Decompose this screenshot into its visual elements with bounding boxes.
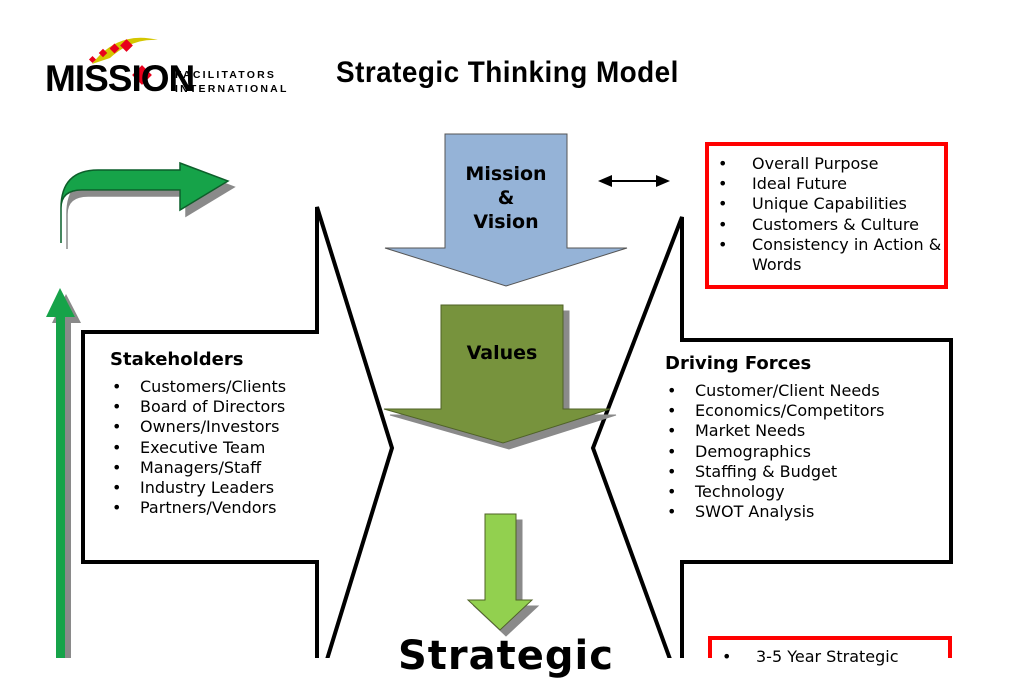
list-item: Customers & Culture bbox=[712, 215, 942, 235]
logo-tagline-line1: FACILITATORS bbox=[175, 69, 277, 81]
mission-vision-label: Mission & Vision bbox=[445, 162, 567, 234]
logo-tagline: FACILITATORS INTERNATIONAL bbox=[175, 68, 289, 96]
logo-diamond bbox=[132, 65, 152, 85]
list-item: 3-5 Year Strategic bbox=[716, 647, 946, 667]
list-item: Technology bbox=[665, 482, 884, 502]
list-item: Executive Team bbox=[110, 438, 286, 458]
list-item: Ideal Future bbox=[712, 174, 942, 194]
mission-vision-arrow bbox=[384, 133, 628, 287]
list-item: Owners/Investors bbox=[110, 417, 286, 437]
list-item: Unique Capabilities bbox=[712, 194, 942, 214]
list-item: Customers/Clients bbox=[110, 377, 286, 397]
strategic-plan-box bbox=[708, 636, 952, 658]
mission-vision-list: Overall Purpose Ideal Future Unique Capa… bbox=[712, 154, 942, 275]
strategic-plan-list: 3-5 Year Strategic bbox=[716, 647, 946, 667]
logo-wordmark: MISSION bbox=[45, 58, 195, 99]
page-title: Strategic Thinking Model bbox=[336, 56, 679, 89]
list-item: Consistency in Action & Words bbox=[712, 235, 942, 275]
stakeholders-heading: Stakeholders bbox=[110, 349, 244, 370]
mission-label-line1: Mission bbox=[465, 163, 547, 185]
driving-forces-list: Customer/Client Needs Economics/Competit… bbox=[665, 381, 884, 523]
list-item: Customer/Client Needs bbox=[665, 381, 884, 401]
list-item: Staffing & Budget bbox=[665, 462, 884, 482]
driving-forces-heading: Driving Forces bbox=[665, 353, 812, 374]
list-item: Managers/Staff bbox=[110, 458, 286, 478]
logo-tagline-line2: INTERNATIONAL bbox=[175, 83, 289, 95]
strategic-down-arrow bbox=[466, 513, 534, 631]
list-item: Market Needs bbox=[665, 421, 884, 441]
mission-label-line3: Vision bbox=[473, 211, 539, 233]
logo-dot bbox=[98, 48, 108, 58]
logo-swoosh bbox=[92, 37, 158, 64]
logo-dot bbox=[109, 43, 120, 54]
strategic-heading: Strategic bbox=[398, 633, 614, 679]
list-item: SWOT Analysis bbox=[665, 502, 884, 522]
list-item: Board of Directors bbox=[110, 397, 286, 417]
values-label: Values bbox=[466, 342, 538, 364]
list-item: Partners/Vendors bbox=[110, 498, 286, 518]
double-arrow bbox=[598, 175, 670, 187]
list-item: Demographics bbox=[665, 442, 884, 462]
list-item: Industry Leaders bbox=[110, 478, 286, 498]
values-arrow bbox=[383, 304, 611, 444]
curved-arrow bbox=[60, 161, 230, 243]
mission-label-line2: & bbox=[497, 187, 515, 209]
list-item: Economics/Competitors bbox=[665, 401, 884, 421]
vertical-arrow bbox=[46, 288, 75, 658]
list-item: Overall Purpose bbox=[712, 154, 942, 174]
stakeholders-list: Customers/Clients Board of Directors Own… bbox=[110, 377, 286, 519]
mission-vision-box bbox=[705, 142, 948, 289]
